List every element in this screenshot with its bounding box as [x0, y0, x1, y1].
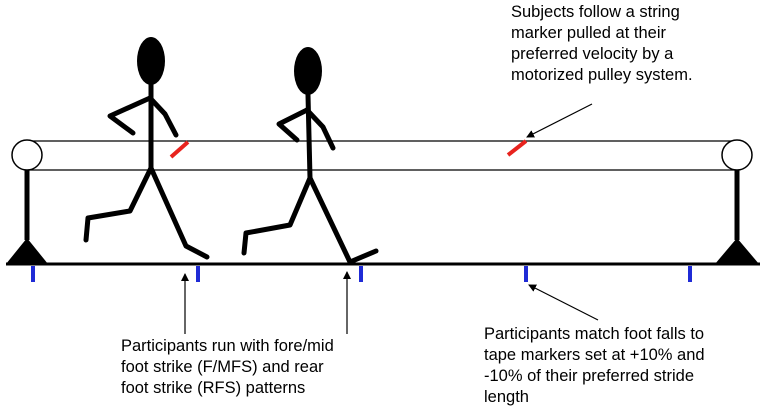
annotation-line: -10% of their preferred stride: [484, 367, 695, 385]
runner-right-icon: [241, 47, 379, 265]
annotation-line: marker pulled at their: [511, 24, 666, 42]
annotation-line: motorized pulley system.: [511, 66, 693, 84]
tape-markers: [31, 266, 692, 282]
tape-markers-annotation: Participants match foot falls to tape ma…: [484, 324, 705, 408]
runner-left-icon: [83, 37, 210, 260]
left-pulley: [6, 139, 48, 264]
right-pulley: [715, 139, 759, 264]
annotation-line: preferred velocity by a: [511, 45, 674, 63]
left-pulley-base-icon: [6, 238, 48, 264]
arrow-to-tape-marker: [528, 284, 599, 321]
pulley-string: [27, 140, 737, 171]
string-marker-right-icon: [506, 139, 528, 157]
annotation-arrows: [181, 103, 599, 334]
left-pulley-wheel-icon: [11, 139, 43, 171]
string-marker-annotation: Subjects follow a string marker pulled a…: [511, 2, 693, 86]
annotation-line: foot strike (RFS) patterns: [121, 379, 306, 397]
annotation-line: Subjects follow a string: [511, 3, 680, 21]
right-pulley-base-icon: [715, 238, 759, 264]
right-pulley-wheel-icon: [721, 139, 753, 171]
annotation-line: Participants match foot falls to: [484, 325, 705, 343]
annotation-line: length: [484, 388, 529, 406]
annotation-line: tape markers set at +10% and: [484, 346, 705, 364]
annotation-line: foot strike (F/MFS) and rear: [121, 358, 324, 376]
foot-strike-annotation: Participants run with fore/mid foot stri…: [121, 336, 334, 399]
string-marker-left-icon: [169, 140, 190, 159]
annotation-line: Participants run with fore/mid: [121, 337, 334, 355]
arrow-to-string-marker: [526, 103, 593, 138]
